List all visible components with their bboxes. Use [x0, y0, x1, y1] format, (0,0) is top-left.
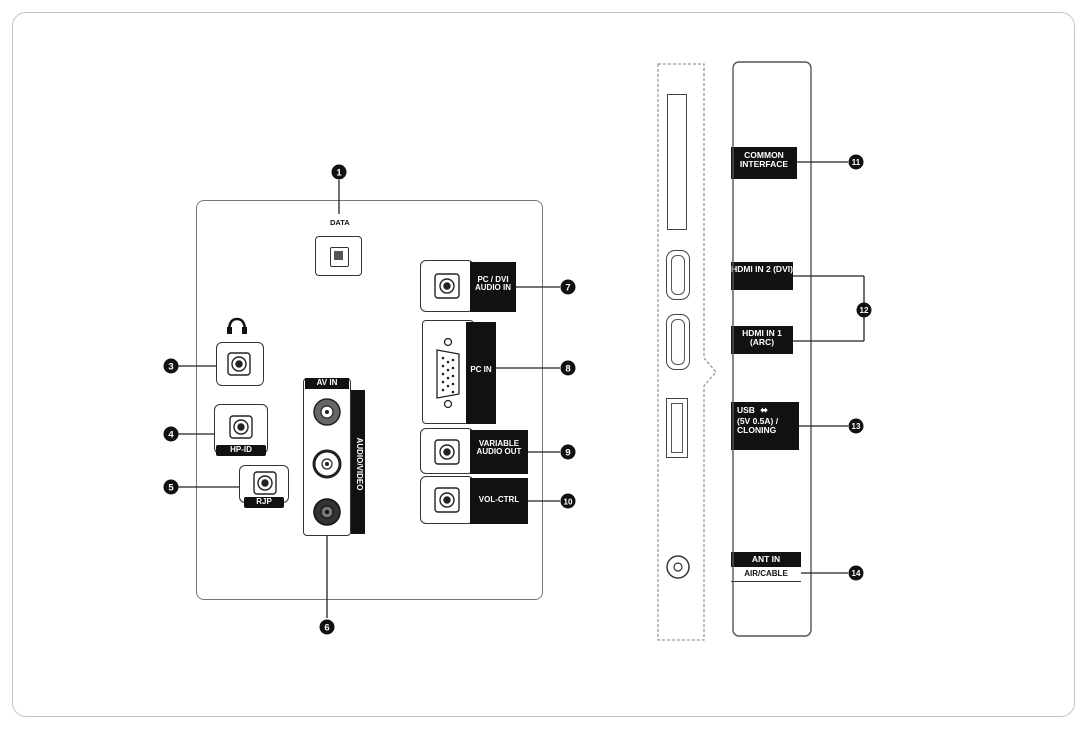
callout-4: 4 [163, 426, 179, 442]
callout-9: 9 [560, 444, 576, 460]
callout-3: 3 [163, 358, 179, 374]
callout-11: 11 [848, 154, 864, 170]
vga-connector [436, 337, 460, 409]
common-interface-label: COMMON INTERFACE [731, 147, 797, 179]
rear-panel [196, 200, 543, 600]
usb-trident-icon: ⬌ [760, 405, 768, 415]
callout-7: 7 [560, 279, 576, 295]
svg-text:3: 3 [168, 362, 173, 373]
svg-text:7: 7 [565, 283, 570, 294]
rjp-label: RJP [244, 497, 284, 508]
svg-text:13: 13 [852, 422, 861, 431]
svg-text:10: 10 [564, 498, 573, 507]
svg-text:8: 8 [565, 364, 570, 375]
callout-6: 6 [319, 619, 335, 635]
data-label: DATA [330, 218, 350, 227]
pc-dvi-audio-in-label: PC / DVI AUDIO IN [470, 262, 516, 312]
callout-1: 1 [331, 164, 347, 180]
ant-in-label: ANT IN [731, 552, 801, 567]
svg-text:6: 6 [324, 623, 329, 634]
audio-video-label-bar: AUDIO/VIDEO [351, 390, 365, 534]
vol-ctrl-jack [420, 476, 474, 524]
common-interface-slot [667, 94, 687, 230]
hdmi-2-port [666, 250, 690, 300]
svg-text:12: 12 [860, 306, 869, 315]
callout-13: 13 [848, 418, 864, 434]
usb-port [666, 398, 688, 458]
headphone-icon [227, 317, 247, 334]
data-port [315, 236, 362, 276]
callout-10: 10 [560, 493, 576, 509]
usb-label: USB [737, 405, 755, 415]
diagram-frame [12, 12, 1075, 717]
vol-ctrl-label: VOL-CTRL [470, 478, 528, 524]
rca-sockets [312, 398, 342, 526]
hp-id-label: HP-ID [216, 445, 266, 456]
svg-text:5: 5 [168, 483, 174, 494]
hdmi-1-port [666, 314, 690, 370]
svg-text:4: 4 [168, 430, 174, 441]
callout-8: 8 [560, 360, 576, 376]
rj-icon [330, 247, 349, 267]
air-cable-label: AIR/CABLE [731, 569, 801, 582]
svg-text:11: 11 [852, 158, 861, 167]
svg-text:9: 9 [565, 448, 570, 459]
variable-audio-out-label: VARIABLE AUDIO OUT [470, 430, 528, 474]
callout-12: 12 [856, 302, 872, 318]
antenna-port [666, 555, 690, 579]
hdmi-in-2-label: HDMI IN 2 (DVI) [731, 262, 793, 290]
callout-5: 5 [163, 479, 179, 495]
usb-spec-label: (5V 0.5A) / CLONING [737, 416, 779, 436]
usb-label-box: USB ⬌ (5V 0.5A) / CLONING [731, 402, 799, 450]
callout-14: 14 [848, 565, 864, 581]
svg-text:1: 1 [336, 168, 342, 179]
av-in-label: AV IN [305, 378, 349, 389]
hdmi-in-1-label: HDMI IN 1 (ARC) [731, 326, 793, 354]
pc-in-label: PC IN [466, 322, 496, 424]
svg-text:14: 14 [852, 569, 861, 578]
